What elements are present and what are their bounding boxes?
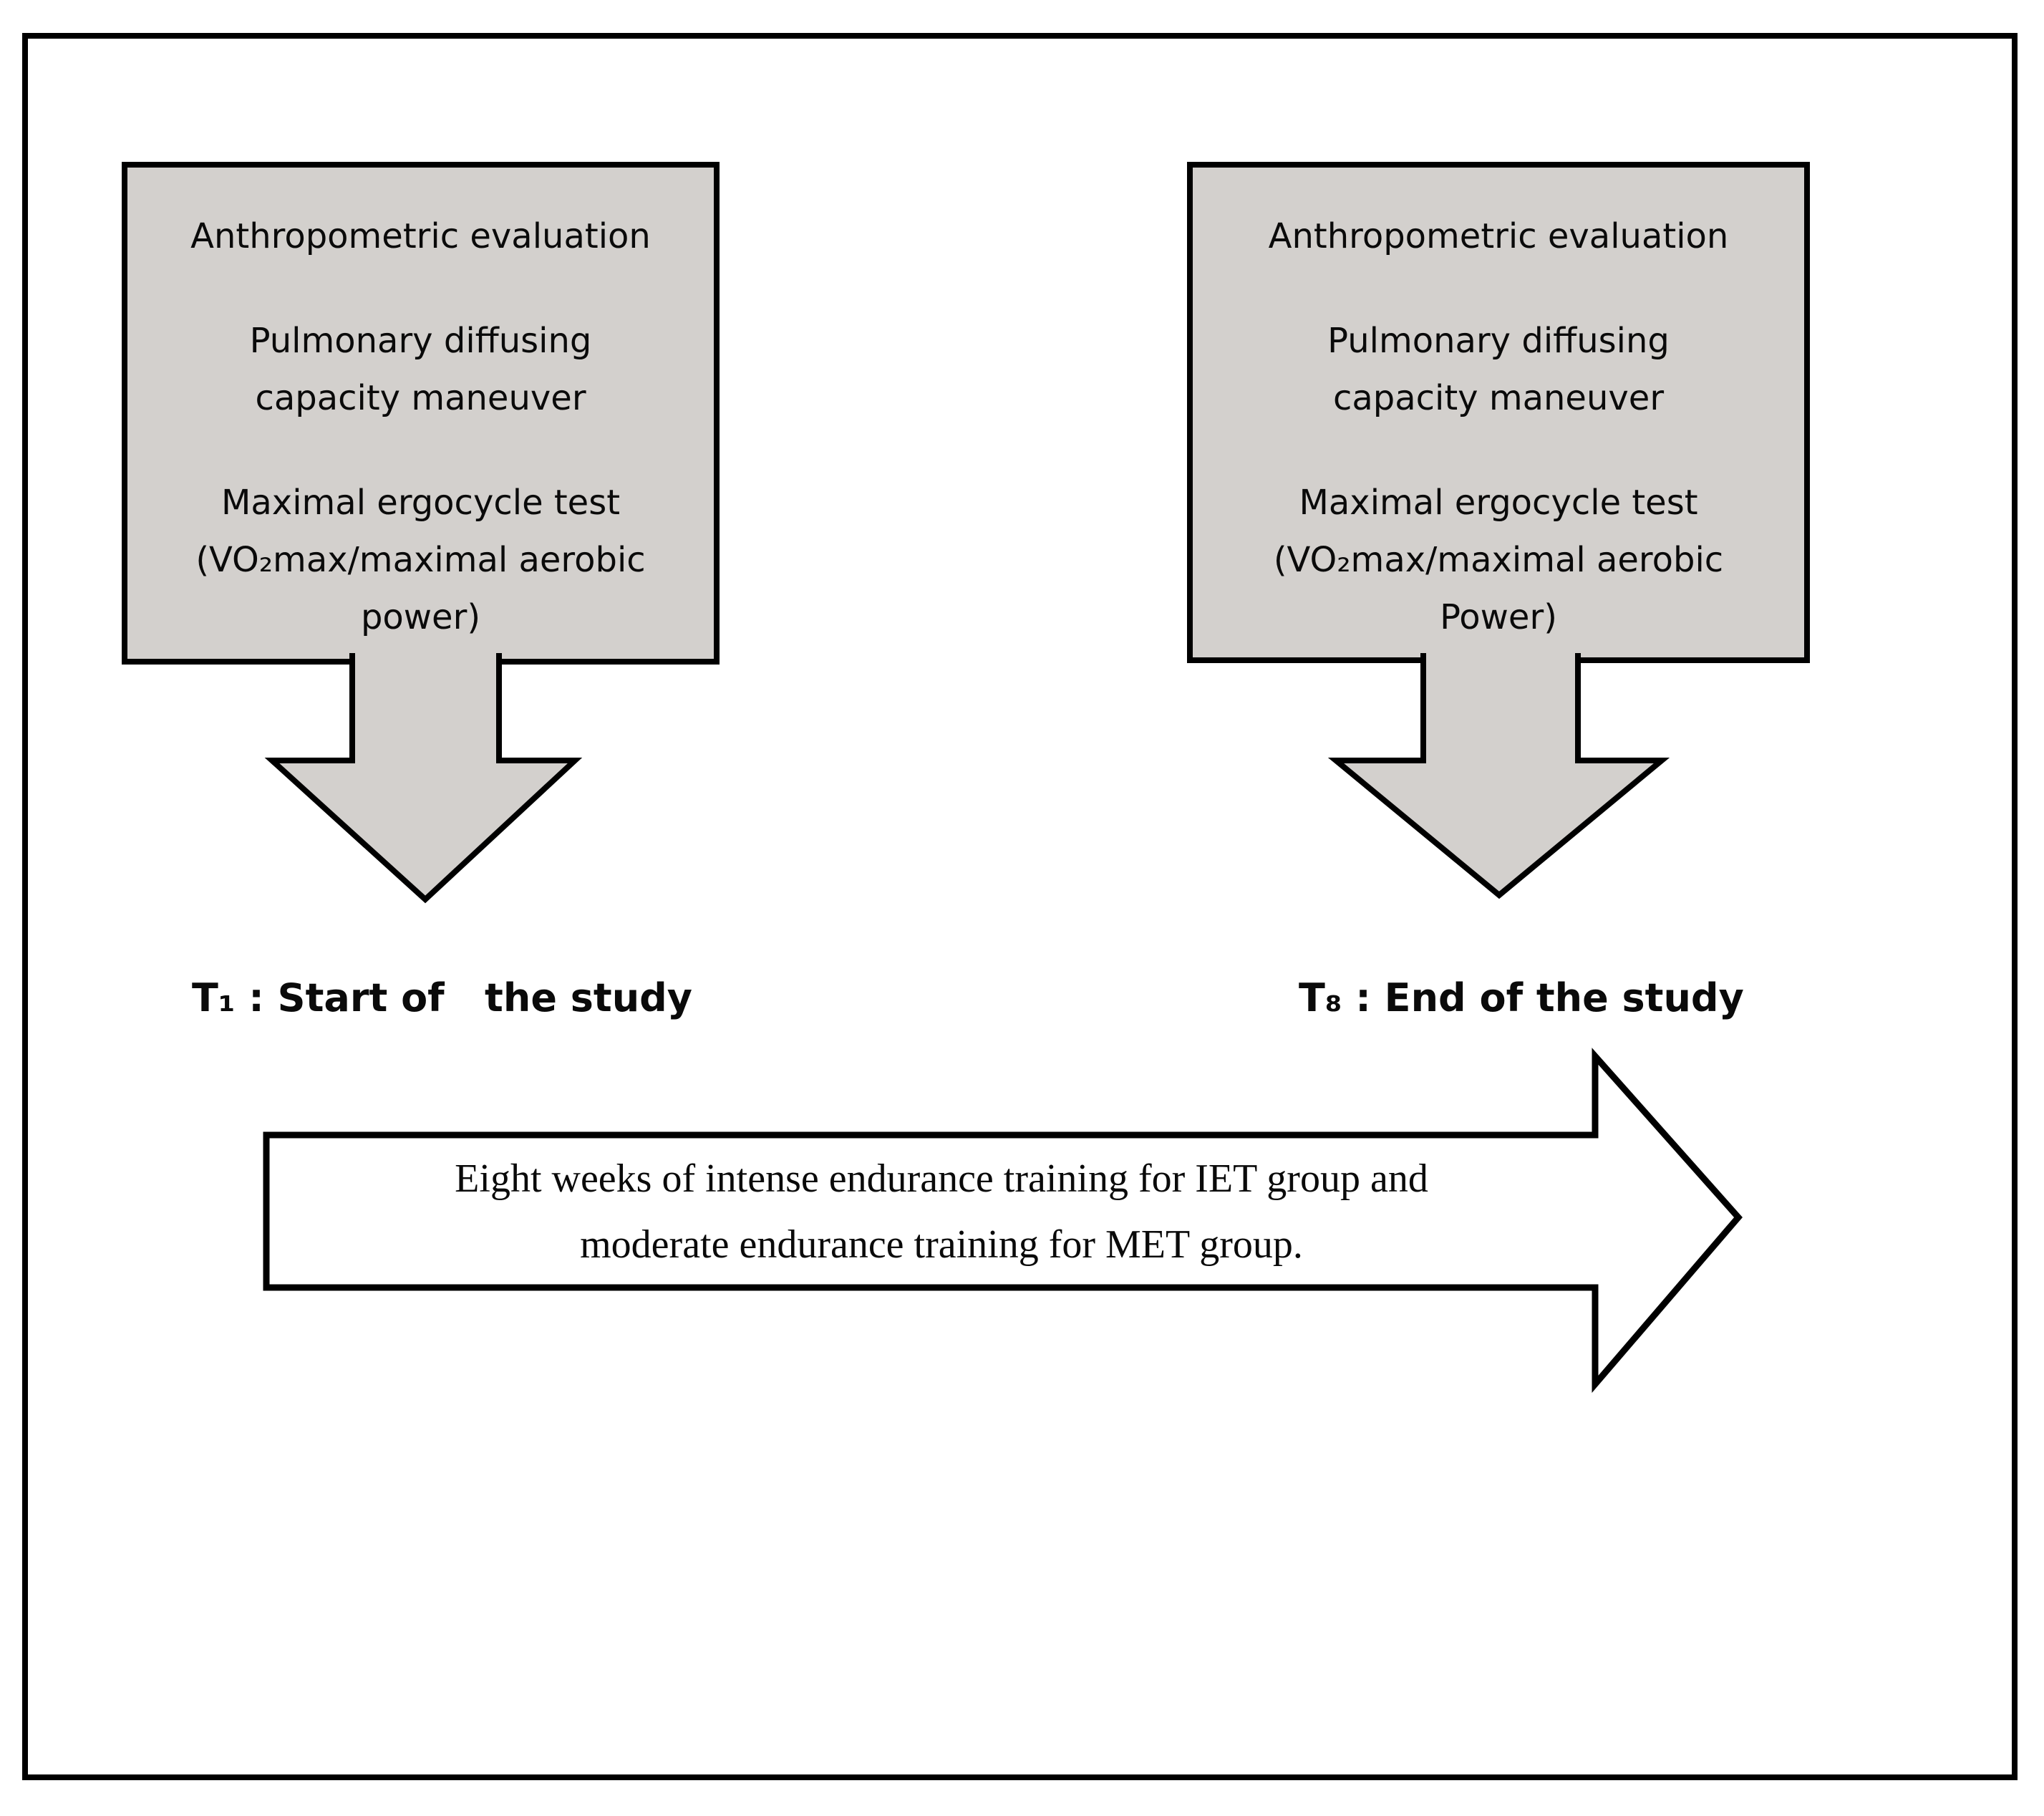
maximal-ergocycle-text: Maximal ergocycle test (VO₂max/maximal a… xyxy=(195,483,646,637)
anthropometric-evaluation-text: Anthropometric evaluation xyxy=(1268,216,1729,256)
evaluation-box-end: Anthropometric evaluation Pulmonary diff… xyxy=(1187,162,1810,663)
anthropometric-evaluation-text: Anthropometric evaluation xyxy=(190,216,651,256)
timepoint-t8-label: T₈ : End of the study xyxy=(1299,975,1744,1020)
timepoint-t1-label: T₁ : Start of the study xyxy=(192,975,692,1020)
down-arrow-icon-right xyxy=(1327,653,1670,899)
evaluation-box-start: Anthropometric evaluation Pulmonary diff… xyxy=(122,162,720,665)
pulmonary-diffusing-text: Pulmonary diffusing capacity maneuver xyxy=(249,321,592,418)
down-arrow-icon-left xyxy=(264,653,583,904)
maximal-ergocycle-text: Maximal ergocycle test (VO₂max/maximal a… xyxy=(1273,483,1724,637)
pulmonary-diffusing-text: Pulmonary diffusing capacity maneuver xyxy=(1327,321,1670,418)
timeline-right-arrow-icon xyxy=(263,1048,1743,1394)
timeline-arrow-text: Eight weeks of intense endurance trainin… xyxy=(455,1156,1428,1267)
